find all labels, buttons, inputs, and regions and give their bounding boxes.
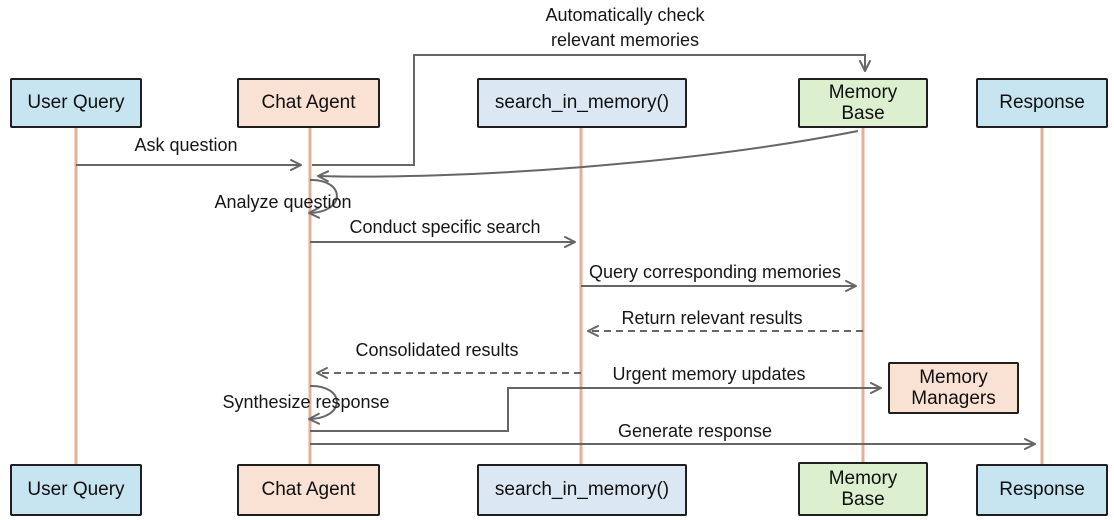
message-label-ask-question: Ask question (134, 135, 238, 155)
message-label-synthesize-response: Synthesize response (222, 392, 390, 412)
arrow-memory-base-return-curve (317, 130, 859, 183)
arrow-analyze-question-self-loop (308, 178, 338, 219)
message-label-conduct-search: Conduct specific search (349, 217, 541, 237)
arrow-urgent-memory-updates (310, 382, 882, 432)
actor-label: Chat Agent (261, 479, 356, 501)
actor-chat-agent-top: Chat Agent (237, 78, 380, 128)
actor-label: Chat Agent (261, 92, 356, 114)
actor-chat-agent-bottom: Chat Agent (237, 464, 380, 516)
arrow-synthesize-response-self-loop (308, 384, 338, 425)
actor-response-top: Response (976, 78, 1108, 128)
message-label-query-memories: Query corresponding memories (588, 262, 842, 282)
message-label-automatically-check: Automatically check relevant memories (545, 5, 705, 50)
actor-user-query-bottom: User Query (10, 464, 142, 516)
actor-label: User Query (27, 479, 125, 501)
actor-user-query-top: User Query (10, 78, 142, 128)
actor-label: Response (999, 479, 1085, 501)
actor-label: Memory Managers (911, 366, 996, 409)
actor-label: search_in_memory() (494, 479, 670, 501)
actor-search-in-memory-bottom: search_in_memory() (477, 464, 687, 516)
actor-search-in-memory-top: search_in_memory() (477, 78, 687, 128)
message-label-analyze-question: Analyze question (214, 192, 352, 212)
actor-label: Memory Base (828, 81, 898, 124)
message-label-generate-response: Generate response (617, 421, 773, 441)
actor-label: search_in_memory() (494, 92, 670, 114)
arrow-automatically-check (312, 54, 871, 166)
actor-memory-base-bottom: Memory Base (798, 462, 928, 516)
actor-label: Response (999, 92, 1085, 114)
message-label-consolidated-results: Consolidated results (355, 340, 519, 360)
message-label-return-results: Return relevant results (621, 308, 803, 328)
actor-label: User Query (27, 92, 125, 114)
actor-label: Memory Base (828, 467, 898, 510)
actor-response-bottom: Response (976, 464, 1108, 516)
actor-memory-base-top: Memory Base (798, 78, 928, 128)
message-label-urgent-updates: Urgent memory updates (612, 364, 806, 384)
actor-memory-managers: Memory Managers (888, 362, 1019, 414)
